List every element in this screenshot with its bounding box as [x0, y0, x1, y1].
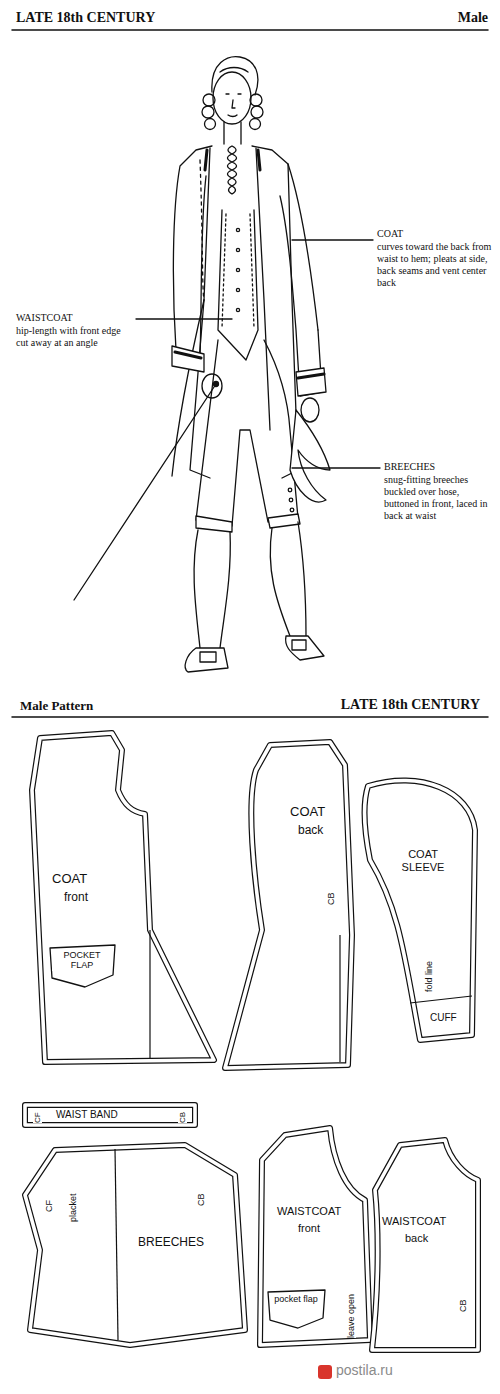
leader-line	[292, 467, 380, 468]
piece-outline	[22, 1142, 248, 1348]
seam-mark: placket	[68, 1193, 78, 1222]
callout-text: WAISTCOAT	[16, 312, 73, 324]
seam-mark: CF	[44, 1200, 54, 1212]
pattern-piece: BREECHES CF placket CB	[22, 1142, 248, 1348]
piece-label: pocket flap	[272, 1294, 320, 1304]
callout-text: COAT	[377, 228, 403, 240]
tricorne-hat	[290, 410, 330, 502]
figure-neck	[224, 122, 241, 144]
piece-label: back	[298, 824, 323, 838]
pattern-piece: POCKET FLAP	[48, 943, 118, 989]
seam-mark: CB	[326, 892, 336, 905]
piece-label: CUFF	[430, 1012, 457, 1024]
watermark-icon	[318, 1365, 332, 1379]
seam-mark: CF	[33, 1112, 42, 1123]
leader-line	[292, 239, 373, 240]
header-text: Male	[458, 10, 488, 27]
pattern-piece: COAT backCB	[220, 737, 355, 1072]
piece-outline	[370, 1137, 482, 1353]
waistcoat	[218, 210, 258, 360]
leader-line	[136, 318, 232, 319]
figure-head	[202, 57, 263, 130]
cane	[74, 384, 216, 600]
seam-mark: CB	[178, 1112, 187, 1123]
pattern-piece: WAISTCOAT backCB	[370, 1137, 482, 1353]
pattern-piece: COAT SLEEVE fold lineCUFF	[360, 775, 478, 1045]
header-text: LATE 18th CENTURY	[341, 697, 480, 714]
piece-outline	[30, 728, 220, 1068]
piece-outline	[360, 775, 478, 1045]
watermark: postila.ru	[336, 1362, 393, 1379]
piece-label: WAIST BAND	[56, 1109, 118, 1121]
pattern-piece: COAT frontPOCKET FLAP	[30, 728, 220, 1068]
header-text: Male Pattern	[20, 698, 93, 714]
stockings-shoes	[185, 522, 324, 672]
pattern-piece: WAISTCOAT front leave open pocket flap	[257, 1125, 373, 1348]
seam-mark: fold line	[424, 961, 434, 992]
pattern-piece: pocket flap	[266, 1288, 328, 1330]
coat-sleeves	[172, 176, 326, 422]
piece-label: front	[64, 891, 88, 905]
callout-text: snug-fitting breeches buckled over hose,…	[384, 474, 496, 522]
pattern-piece: WAIST BAND CF CB	[22, 1102, 200, 1128]
piece-label: front	[298, 1222, 320, 1235]
piece-label: COAT SLEEVE	[396, 848, 450, 873]
jabot	[228, 146, 237, 194]
piece-label: WAISTCOAT	[382, 1215, 446, 1228]
header-rule	[12, 29, 488, 31]
header-text: LATE 18th CENTURY	[16, 10, 155, 27]
header-rule	[12, 716, 488, 718]
seam-mark: leave open	[346, 1294, 356, 1338]
piece-label: COAT	[52, 872, 87, 887]
piece-label: COAT	[290, 805, 325, 820]
breeches	[196, 340, 300, 532]
piece-label: BREECHES	[138, 1236, 204, 1250]
piece-label: POCKET FLAP	[52, 950, 112, 971]
callout-text: BREECHES	[384, 461, 435, 473]
callout-text: hip-length with front edge cut away at a…	[16, 325, 134, 349]
piece-label: back	[405, 1232, 428, 1245]
seam-mark: CB	[196, 1193, 206, 1206]
callout-text: curves toward the back from waist to hem…	[377, 241, 497, 289]
piece-label: WAISTCOAT	[277, 1205, 341, 1218]
seam-mark: CB	[458, 1299, 468, 1312]
